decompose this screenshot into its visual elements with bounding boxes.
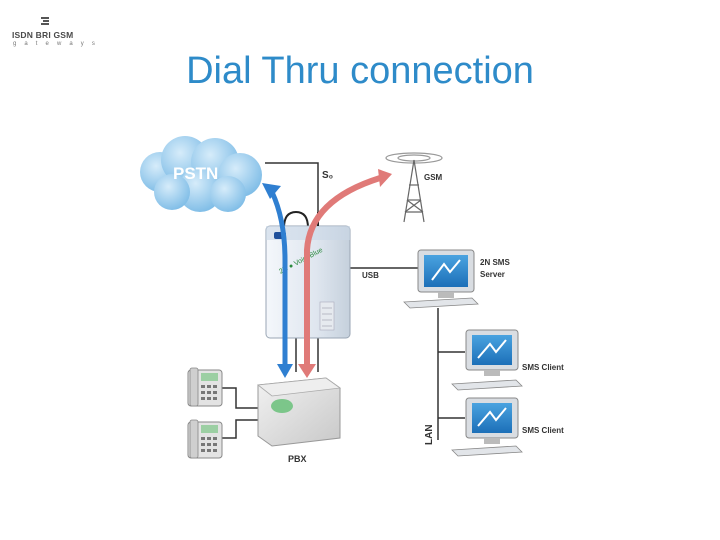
gsm-tower-icon	[385, 152, 443, 223]
company-logo: ISDN BRI GSM g a t e w a y s	[12, 16, 95, 50]
connection-lines	[222, 162, 465, 440]
usb-label: USB	[362, 271, 379, 280]
pbx-label: PBX	[288, 454, 307, 464]
sms-server-label-line2: Server	[480, 270, 505, 279]
red-call-arrow	[298, 169, 392, 378]
lan-label: LAN	[424, 424, 435, 445]
pbx-device	[256, 377, 342, 447]
sms-client-label-1: SMS Client	[522, 363, 564, 372]
telephone-icon-2	[187, 419, 223, 459]
gsm-label: GSM	[424, 173, 443, 182]
blue-call-arrow	[262, 183, 293, 378]
logo-text: ISDN BRI GSM	[12, 30, 74, 40]
sms-client-computer-2	[451, 397, 523, 457]
sms-server-label-line1: 2N SMS	[480, 258, 510, 267]
pstn-label: PSTN	[173, 164, 218, 183]
slide-title: Dial Thru connection	[186, 50, 534, 92]
s0-label: S₀	[322, 170, 333, 181]
telephone-icon-1	[187, 367, 223, 407]
logo-subtext: g a t e w a y s	[13, 41, 99, 47]
pstn-cloud: PSTN	[140, 136, 262, 212]
logo-mark-icon	[41, 17, 49, 25]
sms-client-computer-1	[451, 329, 523, 391]
sms-client-label-2: SMS Client	[522, 426, 564, 435]
sms-server-computer	[403, 249, 479, 309]
